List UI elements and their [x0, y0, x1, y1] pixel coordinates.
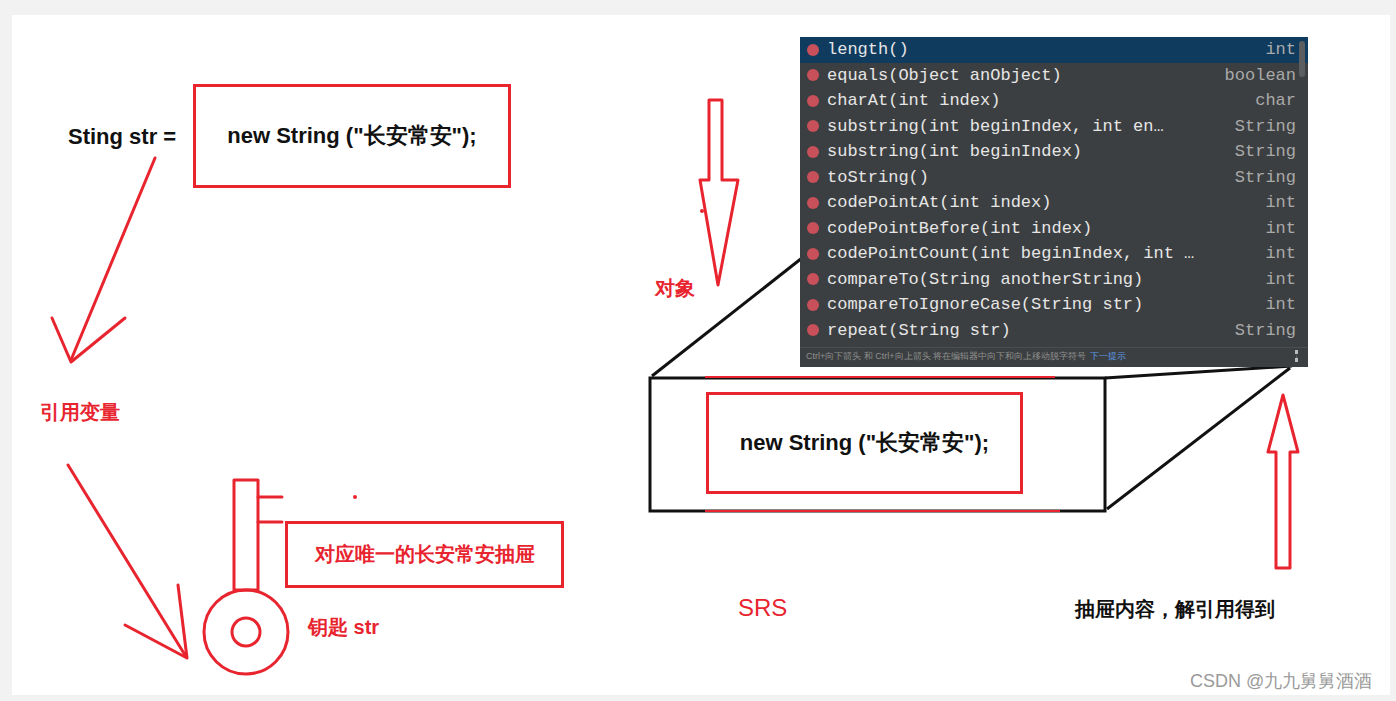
return-type: int	[1265, 216, 1296, 241]
key-shaft	[234, 480, 258, 590]
method-icon	[807, 324, 819, 336]
method-icon	[807, 171, 819, 183]
note-label: 对象	[655, 275, 695, 302]
method-signature: length()	[827, 37, 909, 62]
callout-box: new String ("长安常安");	[193, 84, 511, 188]
return-type: int	[1265, 241, 1296, 266]
more-dots	[1295, 350, 1301, 362]
return-type: int	[1265, 37, 1296, 62]
code-text: Sting str =	[68, 124, 176, 150]
return-type: String	[1235, 165, 1296, 190]
footer-link: 下一提示	[1090, 350, 1126, 363]
return-type: String	[1235, 318, 1296, 343]
return-type: char	[1255, 88, 1296, 113]
method-icon	[807, 95, 819, 107]
return-type: int	[1265, 267, 1296, 292]
arrow-head	[125, 585, 187, 658]
key-bow	[204, 590, 288, 674]
method-signature: substring(int beginIndex, int en…	[827, 114, 1164, 139]
return-type: String	[1235, 139, 1296, 164]
note-label: SRS	[738, 594, 787, 622]
method-signature: codePointAt(int index)	[827, 190, 1051, 215]
method-signature: compareToIgnoreCase(String str)	[827, 292, 1143, 317]
box-text: new String ("长安常安");	[740, 428, 989, 458]
box-text: 对应唯一的长安常安抽屉	[315, 541, 535, 568]
method-signature: codePointCount(int beginIndex, int …	[827, 241, 1194, 266]
note-label: 钥匙 str	[308, 614, 379, 641]
watermark: CSDN @九九舅舅酒酒	[1190, 669, 1372, 693]
note-label: 抽屉内容，解引用得到	[1075, 596, 1275, 623]
return-type: String	[1235, 114, 1296, 139]
note-label: 引用变量	[40, 399, 120, 426]
method-signature: toString()	[827, 165, 929, 190]
return-type: boolean	[1225, 63, 1296, 88]
drawer-highlight	[705, 376, 1055, 378]
up-arrow	[1268, 395, 1298, 568]
key-tooth	[258, 496, 282, 499]
footer-hint: Ctrl+向下箭头 和 Ctrl+向上箭头 将在编辑器中向下和向上移动脱字符号	[806, 350, 1086, 363]
drawer-edge	[1107, 368, 1290, 509]
drawer-edge	[1105, 366, 1292, 378]
method-icon	[807, 197, 819, 209]
dot	[700, 209, 704, 213]
arrow-head	[52, 318, 125, 362]
method-signature: compareTo(String anotherString)	[827, 267, 1143, 292]
method-signature: codePointBefore(int index)	[827, 216, 1092, 241]
drawer-front	[650, 378, 1105, 511]
method-signature: charAt(int index)	[827, 88, 1000, 113]
drawer-edge	[652, 258, 802, 376]
method-signature: substring(int beginIndex)	[827, 139, 1082, 164]
key-hole	[232, 618, 260, 646]
down-arrow	[700, 100, 738, 285]
method-icon	[807, 273, 819, 285]
method-icon	[807, 299, 819, 311]
method-icon	[807, 146, 819, 158]
drawer-highlight	[705, 510, 1060, 512]
box-text: new String ("长安常安");	[227, 121, 476, 151]
scrollbar	[1299, 41, 1305, 77]
method-icon	[807, 44, 819, 56]
method-icon	[807, 248, 819, 260]
method-signature: equals(Object anObject)	[827, 63, 1062, 88]
method-icon	[807, 120, 819, 132]
method-icon	[807, 69, 819, 81]
dot	[353, 495, 357, 499]
autocomplete-popup: length() int equals(Object anObject) boolea…	[800, 37, 1308, 367]
return-type: int	[1265, 292, 1296, 317]
method-icon	[807, 222, 819, 234]
callout-box: 对应唯一的长安常安抽屉	[285, 521, 564, 588]
callout-box: new String ("长安常安");	[706, 392, 1023, 494]
method-signature: repeat(String str)	[827, 318, 1011, 343]
key-tooth	[258, 521, 282, 524]
return-type: int	[1265, 190, 1296, 215]
